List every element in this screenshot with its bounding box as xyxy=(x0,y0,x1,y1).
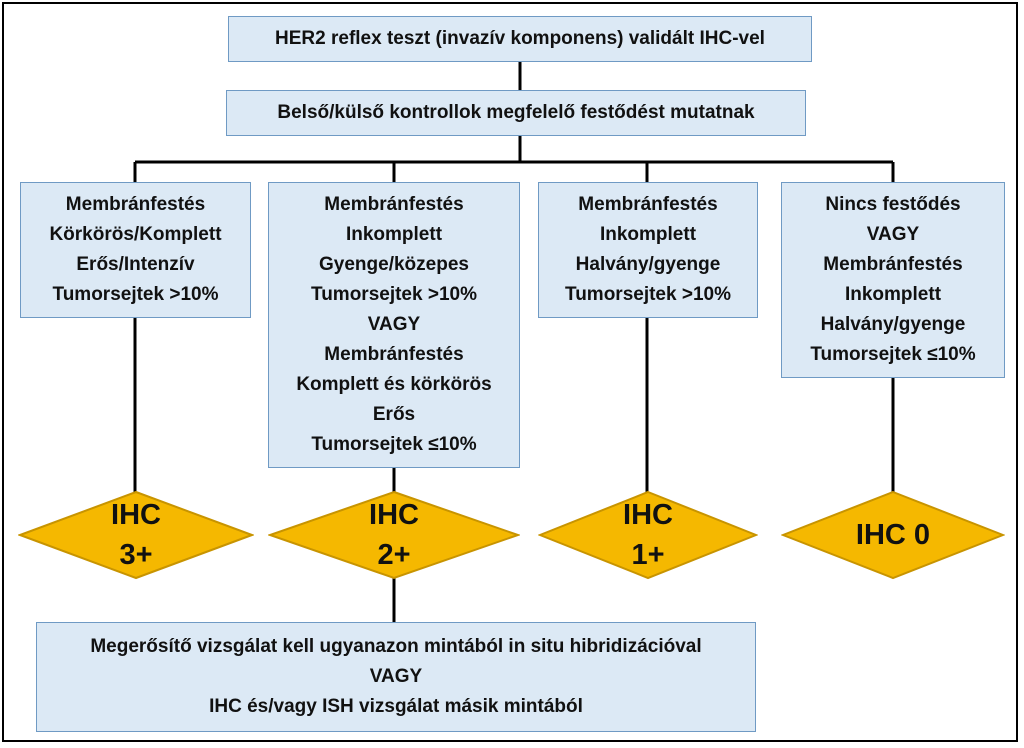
column-2-line: Membránfestés xyxy=(324,194,464,215)
control-box: Belső/külső kontrollok megfelelő festődé… xyxy=(226,90,806,136)
column-3-line: Tumorsejtek >10% xyxy=(565,284,731,305)
column-box-4: Nincs festődés VAGY Membránfestés Inkomp… xyxy=(781,182,1005,378)
result-diamond-ihc-2plus: IHC 2+ xyxy=(268,490,520,580)
bottom-box-line: Megerősítő vizsgálat kell ugyanazon mint… xyxy=(90,636,702,657)
column-4-line: Nincs festődés xyxy=(825,194,961,215)
result-label: 3+ xyxy=(119,539,153,571)
column-4-line: VAGY xyxy=(866,224,920,245)
result-label: 1+ xyxy=(631,539,665,571)
column-1-line: Erős/Intenzív xyxy=(76,254,195,275)
column-2-line: Tumorsejtek >10% xyxy=(311,284,477,305)
result-label: 2+ xyxy=(377,539,411,571)
result-label: IHC 0 xyxy=(855,519,931,551)
diamond-shape xyxy=(538,490,758,580)
column-2-line: VAGY xyxy=(367,314,421,335)
result-label: IHC xyxy=(111,499,161,531)
bottom-box-line: IHC és/vagy ISH vizsgálat másik mintából xyxy=(209,696,583,717)
column-2-line: Komplett és körkörös xyxy=(296,374,492,395)
diamond-shape xyxy=(781,490,1005,580)
bottom-box-line: VAGY xyxy=(369,666,423,687)
column-3-line: Inkomplett xyxy=(599,224,697,245)
column-box-2: Membránfestés Inkomplett Gyenge/közepes … xyxy=(268,182,520,468)
column-box-1: Membránfestés Körkörös/Komplett Erős/Int… xyxy=(20,182,251,318)
diamond-shape xyxy=(268,490,520,580)
column-3-line: Halvány/gyenge xyxy=(575,254,721,275)
column-1-line: Membránfestés xyxy=(65,194,206,215)
column-1-line: Körkörös/Komplett xyxy=(49,224,222,245)
top-box: HER2 reflex teszt (invazív komponens) va… xyxy=(228,16,812,62)
column-3-line: Membránfestés xyxy=(578,194,718,215)
column-2-line: Membránfestés xyxy=(324,344,464,365)
result-diamond-ihc-3plus: IHC 3+ xyxy=(18,490,254,580)
result-label: IHC xyxy=(623,499,673,531)
result-diamond-ihc-1plus: IHC 1+ xyxy=(538,490,758,580)
bottom-box: Megerősítő vizsgálat kell ugyanazon mint… xyxy=(36,622,756,732)
diamond-shape xyxy=(18,490,254,580)
column-2-line: Tumorsejtek ≤10% xyxy=(311,434,477,455)
column-box-3: Membránfestés Inkomplett Halvány/gyenge … xyxy=(538,182,758,318)
result-diamond-ihc-0: IHC 0 xyxy=(781,490,1005,580)
column-4-line: Tumorsejtek ≤10% xyxy=(810,344,976,365)
column-2-line: Erős xyxy=(372,404,416,425)
column-2-line: Gyenge/közepes xyxy=(319,254,469,275)
result-label: IHC xyxy=(369,499,419,531)
column-1-line: Tumorsejtek >10% xyxy=(52,284,219,305)
control-box-text: Belső/külső kontrollok megfelelő festődé… xyxy=(277,102,755,123)
column-2-line: Inkomplett xyxy=(345,224,443,245)
top-box-text: HER2 reflex teszt (invazív komponens) va… xyxy=(275,28,765,49)
column-4-line: Inkomplett xyxy=(844,284,942,305)
column-4-line: Membránfestés xyxy=(823,254,963,275)
column-4-line: Halvány/gyenge xyxy=(820,314,966,335)
